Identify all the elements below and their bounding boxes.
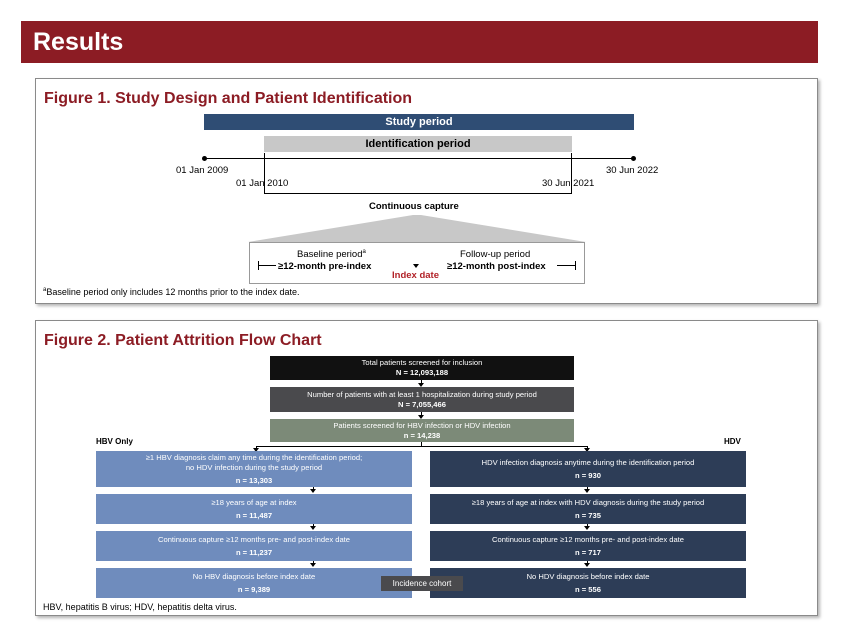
hbv-box-1: ≥1 HBV diagnosis claim any time during t… (96, 451, 412, 487)
date-id-end: 30 Jun 2021 (542, 178, 595, 189)
hbv-box-4: No HBV diagnosis before index date n = 9… (96, 568, 412, 598)
continuous-capture-label: Continuous capture (369, 201, 459, 212)
hdv-box-3-n: n = 717 (575, 547, 601, 557)
hdv-arrow-1 (587, 487, 588, 490)
baseline-arrow-cap (258, 261, 259, 270)
hdv-box-2-line1: ≥18 years of age at index with HDV diagn… (471, 497, 705, 507)
hbv-arrow-1 (313, 487, 314, 490)
hdv-arrow-2-head (584, 526, 590, 530)
hdv-box-1: HDV infection diagnosis anytime during t… (430, 451, 746, 487)
hbv-box-1-line1: ≥1 HBV diagnosis claim any time during t… (145, 452, 363, 462)
baseline-followup-box (249, 242, 585, 284)
index-date-arrow (413, 264, 419, 268)
hdv-box-4-n: n = 556 (575, 584, 601, 594)
hdv-arrow-1-head (584, 489, 590, 493)
hbv-box-4-n: n = 9,389 (237, 584, 271, 594)
timeline-tick-id-end (571, 153, 572, 175)
hdv-arrow-3 (587, 561, 588, 564)
hbv-arrow-2 (313, 524, 314, 527)
study-period-label: Study period (385, 116, 453, 128)
bracket-right (571, 175, 572, 193)
figure1-title: Figure 1. Study Design and Patient Ident… (44, 90, 413, 107)
hbv-box-3-n: n = 11,237 (235, 547, 273, 557)
date-start: 01 Jan 2009 (176, 165, 229, 176)
baseline-label-sup: a (362, 249, 366, 255)
baseline-label: Baseline perioda (297, 249, 366, 260)
figure2-title: Figure 2. Patient Attrition Flow Chart (44, 332, 322, 349)
arrow-2-head (418, 415, 424, 419)
hdv-label: HDV (724, 437, 741, 446)
timeline-dot-end (631, 156, 636, 161)
hdv-arrow-3-head (584, 563, 590, 567)
index-date-label: Index date (392, 270, 439, 281)
hdv-arrow-2 (587, 524, 588, 527)
hdv-box-1-line1: HDV infection diagnosis anytime during t… (481, 457, 695, 467)
results-header: Results (21, 21, 818, 63)
figure2-footnote: HBV, hepatitis B virus; HDV, hepatitis d… (43, 602, 237, 612)
timeline-axis (204, 158, 634, 159)
bracket-left (264, 175, 265, 193)
flow-box-total-text: Total patients screened for inclusion (361, 358, 483, 367)
flow-box-total: Total patients screened for inclusion N … (270, 356, 574, 380)
split-horizontal (256, 446, 587, 447)
flow-box-screened-n: n = 14,238 (403, 430, 441, 440)
hbv-arrow-2-head (310, 526, 316, 530)
hbv-arrow-3 (313, 561, 314, 564)
identification-period-label: Identification period (365, 138, 471, 150)
bracket-bottom (264, 193, 572, 194)
figure1-footnote: aBaseline period only includes 12 months… (43, 287, 300, 297)
footnote-text: Baseline period only includes 12 months … (46, 287, 300, 297)
hbv-arrow-1-head (310, 489, 316, 493)
hbv-only-label: HBV Only (96, 437, 133, 446)
hdv-box-3: Continuous capture ≥12 months pre- and p… (430, 531, 746, 561)
baseline-label-text: Baseline period (297, 249, 363, 261)
split-right-drop (587, 446, 588, 449)
flow-box-screened-text: Patients screened for HBV infection or H… (333, 420, 511, 430)
baseline-arrow-line (258, 265, 276, 266)
flow-box-hospitalization-n: N = 7,055,466 (398, 399, 446, 409)
hbv-box-3-line1: Continuous capture ≥12 months pre- and p… (157, 534, 351, 544)
flow-box-total-n: N = 12,093,188 (395, 368, 449, 377)
date-id-start: 01 Jan 2010 (236, 178, 289, 189)
split-right-head (584, 448, 590, 452)
hbv-box-2-n: n = 11,487 (235, 510, 273, 520)
split-stem (421, 442, 422, 447)
hbv-box-2-line1: ≥18 years of age at index (211, 497, 297, 507)
hbv-box-2: ≥18 years of age at index n = 11,487 (96, 494, 412, 524)
arrow-2 (421, 412, 422, 416)
flow-box-hospitalization-text: Number of patients with at least 1 hospi… (307, 389, 537, 399)
hbv-box-4-line1: No HBV diagnosis before index date (192, 571, 316, 581)
arrow-1-head (418, 383, 424, 387)
hdv-box-2-n: n = 735 (575, 510, 601, 520)
followup-arrow-line (557, 265, 575, 266)
flow-box-hospitalization: Number of patients with at least 1 hospi… (270, 387, 574, 412)
arrow-1 (421, 380, 422, 384)
incidence-cohort-label: Incidence cohort (381, 576, 463, 591)
hdv-box-2: ≥18 years of age at index with HDV diagn… (430, 494, 746, 524)
flow-box-screened: Patients screened for HBV infection or H… (270, 419, 574, 442)
hdv-box-4-line1: No HDV diagnosis before index date (526, 571, 650, 581)
hdv-box-4: No HDV diagnosis before index date n = 5… (430, 568, 746, 598)
split-left-drop (256, 446, 257, 449)
followup-arrow-cap (575, 261, 576, 270)
followup-value: ≥12-month post-index (447, 261, 546, 272)
date-end: 30 Jun 2022 (606, 165, 659, 176)
baseline-value: ≥12-month pre-index (278, 261, 372, 272)
identification-period-bar: Identification period (264, 136, 572, 152)
hbv-arrow-3-head (310, 563, 316, 567)
results-title: Results (33, 28, 124, 56)
hdv-box-1-n: n = 930 (575, 470, 601, 480)
split-left-head (253, 448, 259, 452)
hbv-box-3: Continuous capture ≥12 months pre- and p… (96, 531, 412, 561)
incidence-cohort-text: Incidence cohort (392, 579, 452, 588)
timeline-tick-id-start (264, 153, 265, 175)
followup-label: Follow-up period (460, 249, 531, 260)
timeline-dot-start (202, 156, 207, 161)
study-period-bar: Study period (204, 114, 634, 130)
zoom-trapezoid (248, 215, 586, 242)
hbv-box-1-n: n = 13,303 (235, 475, 273, 485)
hbv-box-1-line2: no HDV infection during the study period (185, 462, 323, 472)
hdv-box-3-line1: Continuous capture ≥12 months pre- and p… (491, 534, 685, 544)
footnote-sup: a (43, 287, 47, 293)
